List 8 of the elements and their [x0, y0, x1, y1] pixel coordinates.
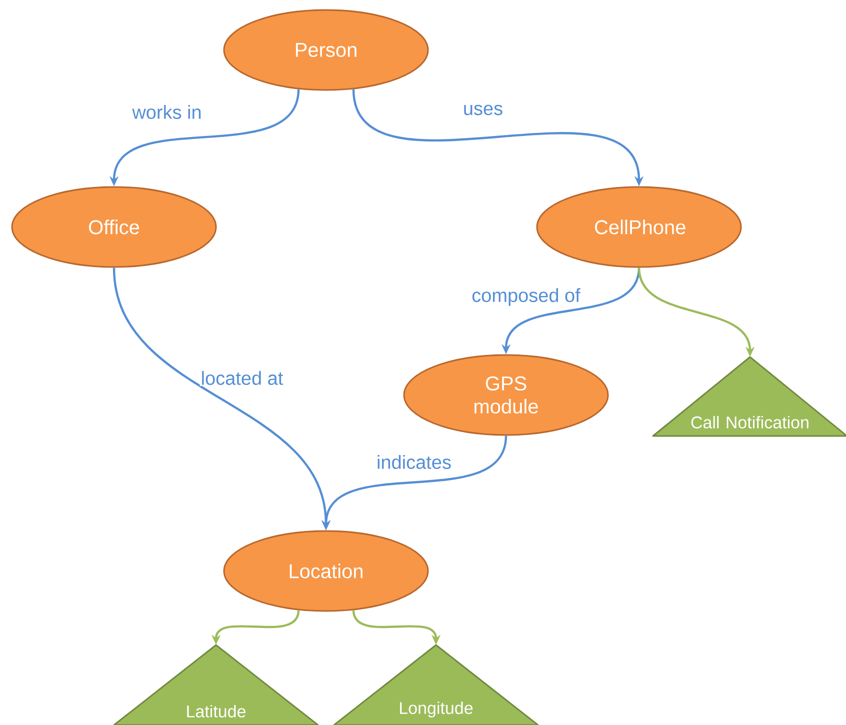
attribute-triangle: Latitude	[113, 644, 319, 725]
edge-label: indicates	[376, 454, 452, 470]
edge-label: uses	[462, 104, 504, 116]
edge-label: located at	[200, 370, 284, 386]
edge-label: works in	[131, 104, 203, 120]
attribute-triangle: Longitude	[333, 644, 539, 725]
edge-label: composed of	[470, 287, 582, 307]
attribute-triangle: Call Notification	[652, 356, 846, 437]
